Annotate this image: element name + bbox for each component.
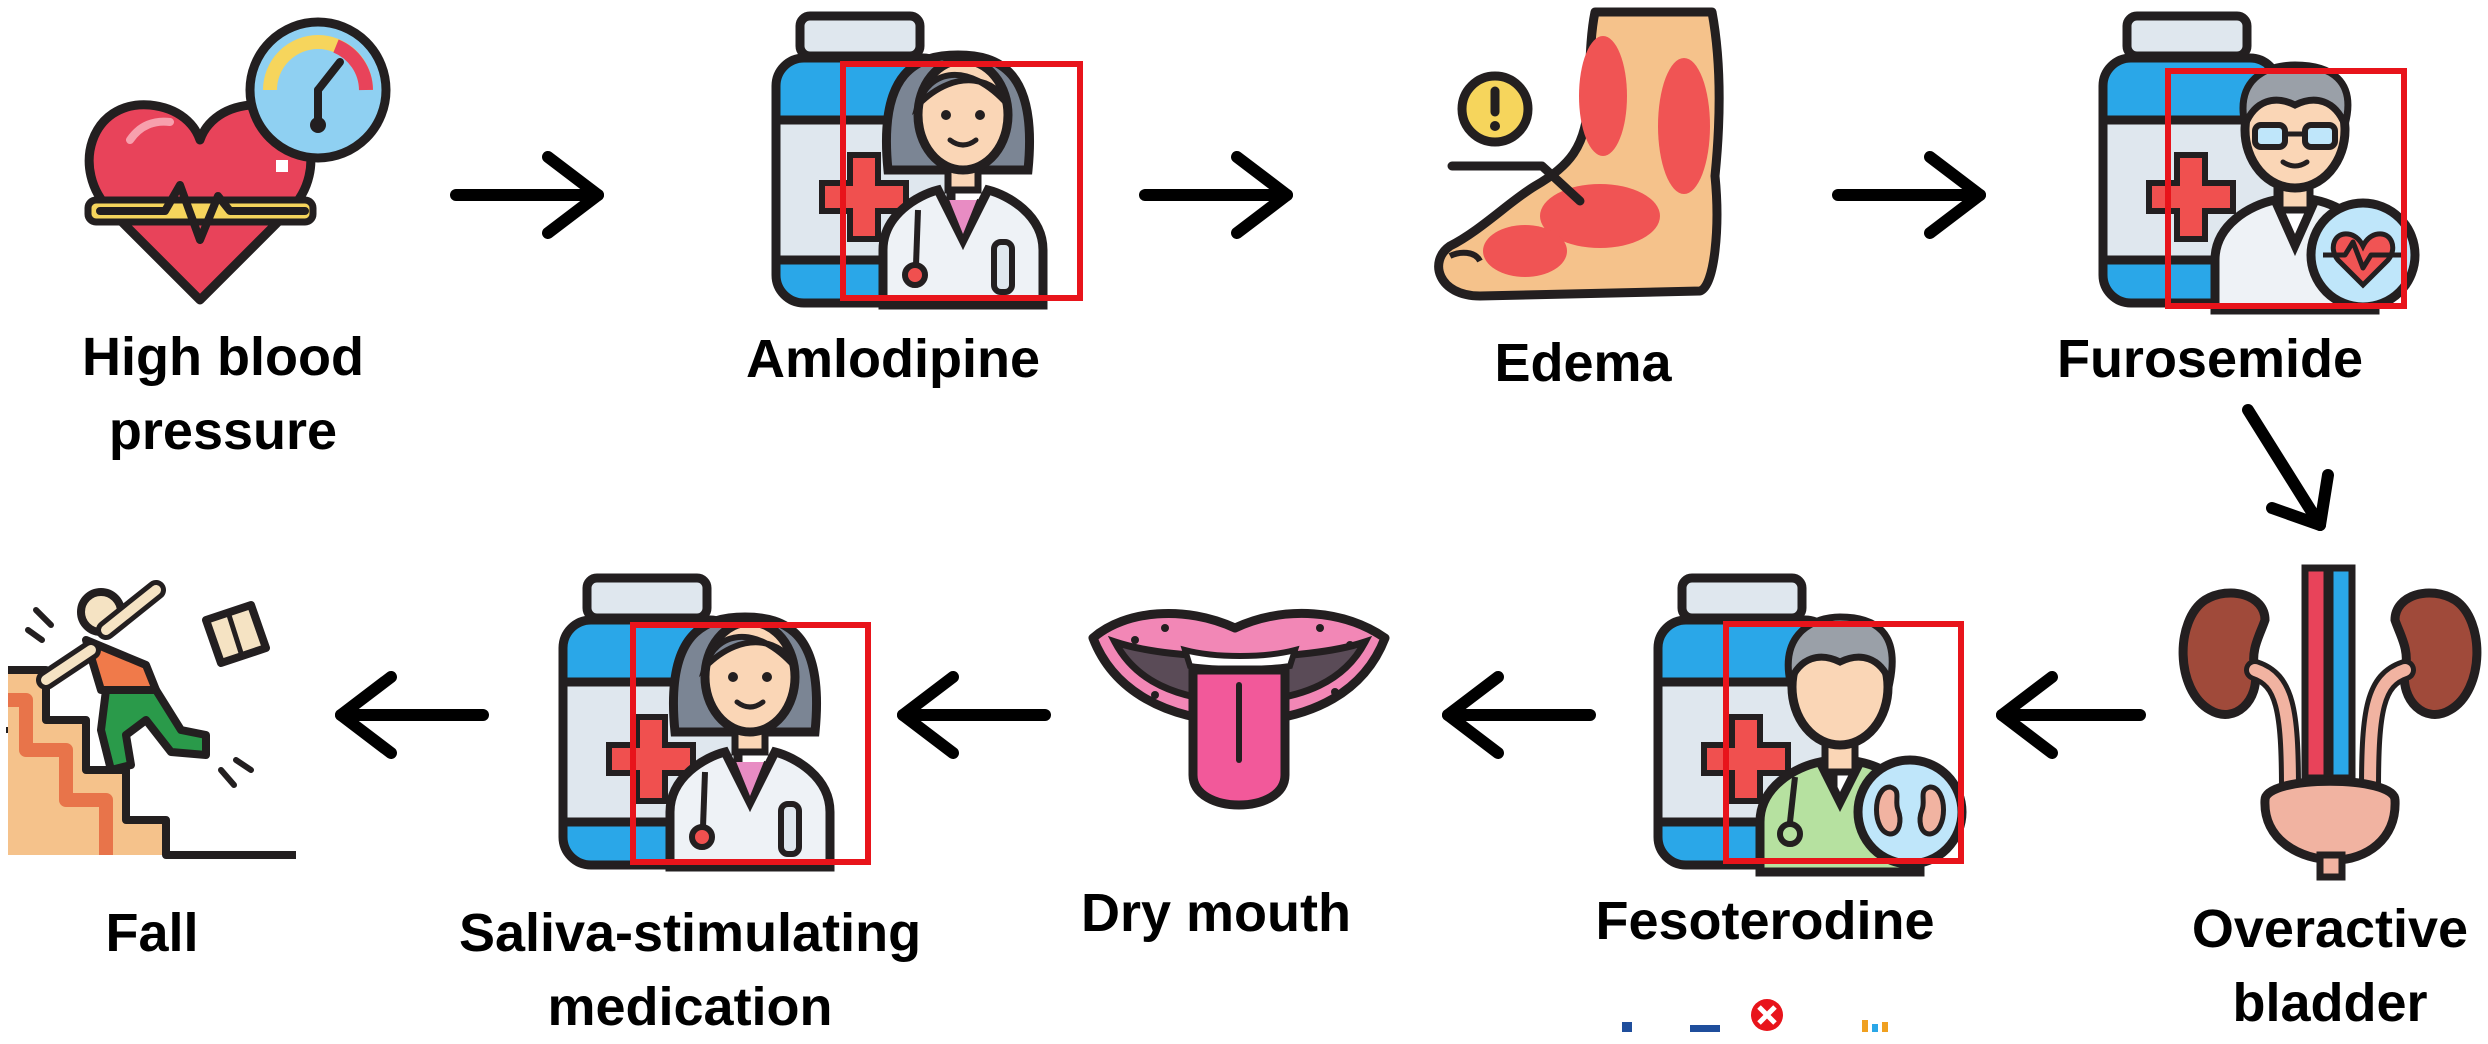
highlight-box <box>2168 71 2404 306</box>
highlight-box <box>633 625 868 862</box>
partial-logo-icon <box>1862 1020 1888 1032</box>
highlight-box <box>843 64 1080 298</box>
highlight-box <box>1726 624 1961 861</box>
partial-logo-icon <box>1622 999 1783 1032</box>
